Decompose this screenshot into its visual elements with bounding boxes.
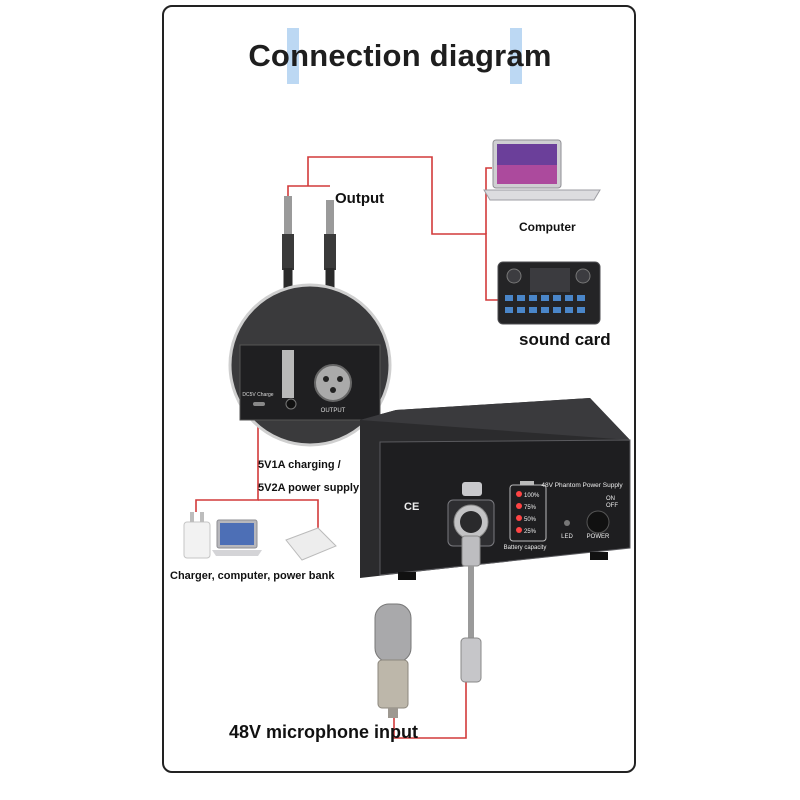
sound-card: [497, 261, 601, 325]
charge-to-charger-line: [195, 420, 259, 512]
charging-sources: [183, 512, 337, 561]
back-charge-label: DC5V Charge: [242, 392, 273, 398]
computer-laptop: [483, 139, 601, 201]
output-plugs-link-line: [287, 185, 330, 200]
page-title: Connection diagram: [248, 38, 552, 73]
power-label: POWER: [587, 534, 610, 540]
led-label: LED: [561, 534, 573, 540]
output-to-soundcard-line: [307, 156, 498, 301]
back-panel-zoom: OUTPUT DC5V Charge: [228, 283, 392, 447]
condenser-microphone: [374, 603, 412, 718]
output-label: Output: [335, 190, 385, 207]
battery-level-100: 100%: [524, 493, 540, 499]
battery-level-75: 75%: [524, 505, 537, 511]
xlr-mic-cable: [460, 535, 482, 683]
battery-level-25: 25%: [524, 529, 537, 535]
computer-label: Computer: [519, 220, 576, 234]
sound-card-label: sound card: [519, 330, 611, 349]
phantom-power-device: CE 48V Phantom Power Supply 100% 75% 50%…: [360, 398, 631, 580]
mic-input-label: 48V microphone input: [229, 722, 419, 742]
mic-to-input-line: [393, 648, 467, 739]
battery-level-50: 50%: [524, 517, 537, 523]
title-accent-right: [510, 28, 522, 84]
switch-off-label: OFF: [606, 503, 618, 509]
charging-label-line1: 5V1A charging /: [258, 459, 341, 471]
battery-caption: Battery capacity: [504, 545, 547, 551]
charge-to-powerbank-line: [258, 499, 319, 528]
back-output-label: OUTPUT: [321, 408, 346, 414]
switch-on-label: ON: [606, 496, 615, 502]
device-front-title: 48V Phantom Power Supply: [541, 482, 623, 489]
charger-sources-label: Charger, computer, power bank: [170, 570, 335, 582]
connection-lines: [195, 156, 498, 739]
ce-mark: CE: [404, 501, 419, 513]
output-to-computer-line: [485, 167, 492, 234]
title-accent-left: [287, 28, 299, 84]
charging-label-line2: 5V2A power supply: [258, 482, 360, 494]
